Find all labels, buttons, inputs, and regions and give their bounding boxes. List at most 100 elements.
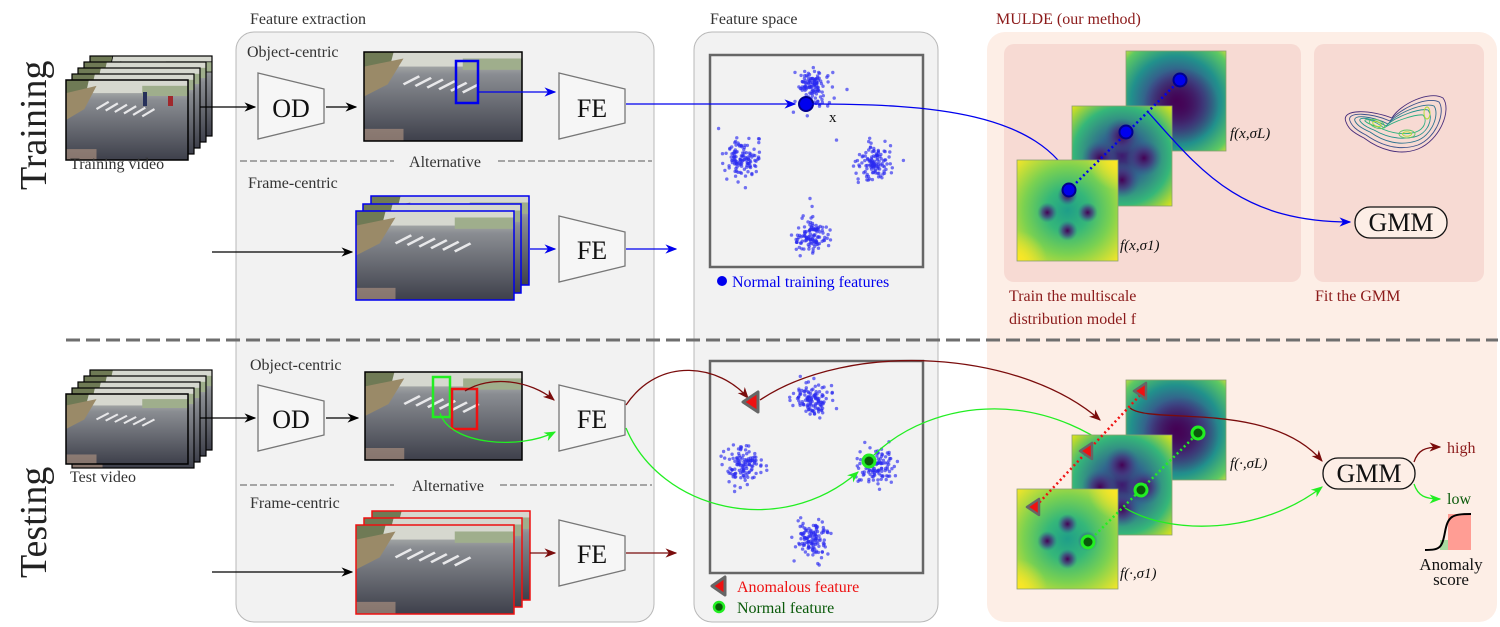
density-map-coarse (1125, 50, 1227, 152)
arrow-normal-to-gmm (1124, 486, 1323, 527)
feature-dot (811, 553, 815, 557)
arrow-gmm-to-low (1413, 483, 1442, 504)
feature-dot (821, 541, 826, 545)
feature-dot (856, 466, 861, 470)
feature-dot (881, 458, 886, 462)
feature-dot (808, 394, 812, 399)
feature-dot (723, 168, 727, 173)
normal-point-scale-1 (1080, 534, 1096, 550)
feature-dot (807, 244, 811, 248)
feature-dot (824, 396, 828, 401)
feature-dot (871, 478, 876, 482)
feature-dot (803, 550, 808, 554)
density-map-mid-test (1071, 434, 1173, 536)
anomalous-feature-marker (741, 390, 760, 414)
feature-dot (752, 475, 756, 479)
feature-dot (743, 186, 748, 190)
feature-dot (808, 391, 813, 396)
legend-normal-training-label: Normal training features (732, 274, 889, 291)
feature-dot (816, 561, 820, 566)
arrow-red-crop-to-fe (464, 380, 555, 401)
feature-clusters (716, 65, 906, 258)
feature-dot (747, 450, 751, 454)
fe-block-test (558, 384, 626, 452)
feature-dot (735, 136, 739, 140)
feature-dot (811, 541, 815, 545)
feature-dot (799, 531, 803, 536)
anomaly-score-icon (1424, 513, 1472, 551)
feature-dot (858, 461, 862, 466)
feature-dot (868, 158, 872, 162)
feature-dot (820, 228, 824, 233)
feature-dot (743, 478, 747, 482)
feature-dot (794, 247, 798, 251)
point-scale-L (1172, 72, 1188, 88)
legend-anomalous-label: Anomalous feature (737, 579, 859, 596)
arrow-green-crop-to-fe (439, 412, 557, 443)
feature-dot (845, 87, 849, 92)
feature-dot (867, 477, 871, 482)
feature-dot (748, 158, 752, 163)
feature-dot (857, 164, 862, 169)
feature-dot (804, 93, 808, 97)
feature-space-box (708, 53, 925, 269)
feature-dot (799, 516, 803, 520)
feature-dot (810, 76, 814, 81)
frame-centric-label-test: Frame-centric (250, 495, 340, 512)
feature-dot (880, 162, 884, 166)
feature-dot (885, 162, 889, 166)
feature-dot (724, 151, 728, 155)
training-video-stack (65, 55, 213, 161)
feature-dot (830, 85, 835, 89)
feature-dot (747, 136, 751, 141)
label-f-sigma-1: f(x,σ1) (1120, 238, 1159, 254)
feature-dot (806, 405, 810, 410)
feature-dot (742, 167, 747, 171)
feature-dot (804, 87, 809, 91)
legend-normal-icon (712, 600, 726, 614)
feature-dot (857, 478, 862, 482)
feature-extraction-title: Feature extraction (250, 11, 366, 28)
feature-dot (753, 451, 757, 456)
od-block-test (257, 384, 325, 452)
feature-dot (872, 149, 876, 153)
feature-dot (741, 466, 745, 470)
density-map-mid (1071, 105, 1173, 207)
feature-dot (868, 446, 872, 450)
legend-normal-training-icon (717, 276, 727, 286)
feature-dot (730, 158, 734, 163)
feature-dot (757, 140, 761, 145)
feature-dot (877, 487, 882, 491)
object-centric-label-test: Object-centric (250, 357, 342, 374)
feature-dot (796, 519, 800, 523)
feature-dot (813, 537, 817, 541)
feature-dot (887, 474, 892, 478)
feature-dot (803, 393, 807, 397)
fe-label-test: FE (577, 405, 607, 434)
feature-dot (872, 466, 876, 471)
multiscale-path (1068, 79, 1181, 191)
feature-dot (808, 81, 812, 85)
feature-dot (870, 177, 875, 182)
feature-dot (802, 225, 807, 229)
fit-gmm-subpanel (1314, 44, 1484, 282)
arrow-fe-to-anomalous (625, 369, 749, 406)
feature-dot (809, 532, 814, 536)
feature-dot (744, 464, 748, 469)
feature-dot (808, 237, 812, 242)
feature-dot (813, 233, 817, 237)
feature-dot (799, 537, 803, 541)
arrow-gmm-to-high (1413, 442, 1442, 463)
feature-dot (865, 172, 869, 177)
feature-dot (816, 242, 820, 246)
feature-dot (793, 99, 797, 104)
feature-dot (730, 452, 734, 456)
feature-dot (730, 468, 734, 472)
test-video-stack (65, 369, 213, 469)
feature-dot (747, 165, 752, 169)
feature-dot (901, 158, 906, 163)
feature-dot (735, 456, 739, 460)
feature-dot (804, 238, 808, 243)
feature-dot (806, 220, 810, 224)
